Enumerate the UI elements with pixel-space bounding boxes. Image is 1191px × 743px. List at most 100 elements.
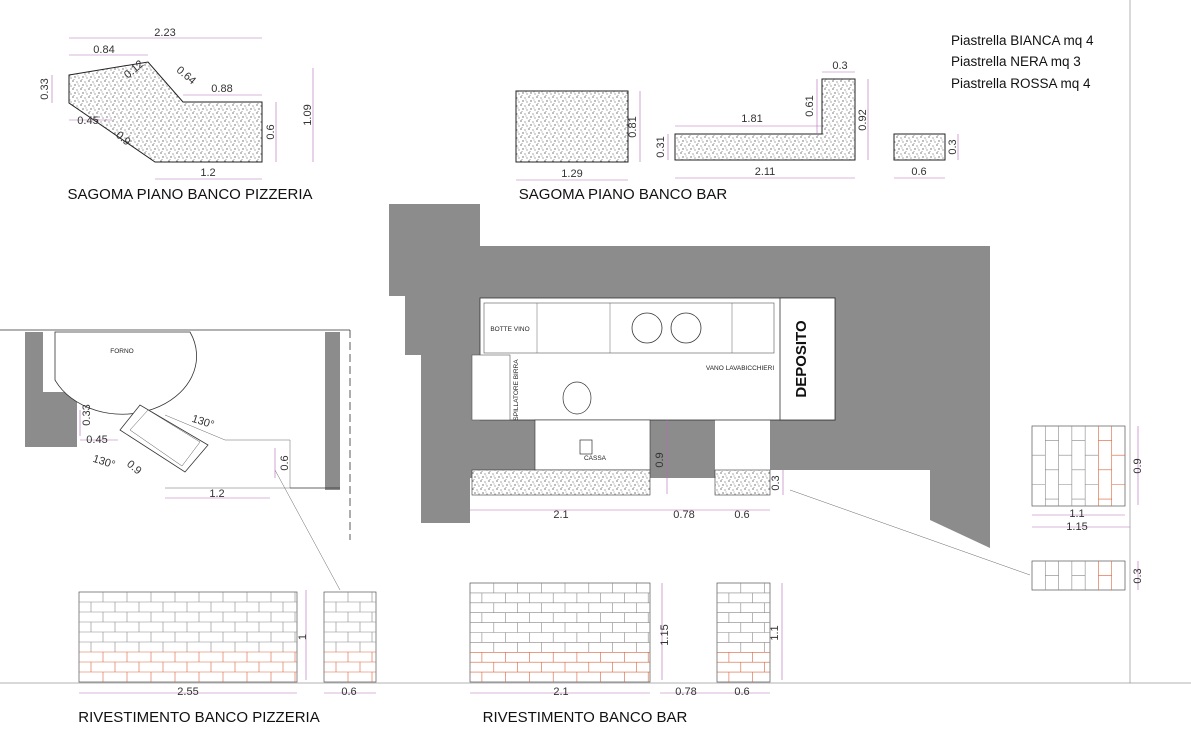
dim-label: 0.84 xyxy=(93,44,114,56)
brick-row xyxy=(79,641,297,652)
dim-label: 0.3 xyxy=(832,60,847,72)
pizzeria-counter-shape: 2.23 0.84 0.12 0.64 0.88 0.33 0.45 0.9 0… xyxy=(39,27,314,203)
dim-label: 2.1 xyxy=(553,686,568,698)
dim-label: 0.9 xyxy=(654,452,666,467)
oven-label: FORNO xyxy=(110,348,133,355)
pizzeria-cladding-side-outline xyxy=(323,591,377,683)
wall-segment xyxy=(325,332,340,490)
brick-row xyxy=(1098,561,1112,590)
dim-label: 0.9 xyxy=(124,458,143,477)
pizzeria-cladding-front xyxy=(78,591,298,683)
dim-label: 2.1 xyxy=(553,509,568,521)
brick-row xyxy=(324,601,376,612)
dim-label: 0.92 xyxy=(857,109,869,130)
brick-row xyxy=(717,652,770,663)
beer-tap-label: SPILLATORE BIRRA xyxy=(513,359,520,421)
brick-row xyxy=(717,632,770,643)
brick-row xyxy=(470,592,650,603)
dim-label: 0.6 xyxy=(734,686,749,698)
tile-panels: 1.1 1.15 0.9 0.3 xyxy=(1031,425,1144,591)
dim-label: 0.6 xyxy=(734,509,749,521)
dim-label: 0.81 xyxy=(627,116,639,137)
wine-barrel-label: BOTTE VINO xyxy=(490,326,529,333)
dim-label: 1.1 xyxy=(1069,508,1084,520)
brick-row xyxy=(79,621,297,632)
brick-row xyxy=(79,671,297,682)
dim-label: 0.45 xyxy=(77,115,98,127)
brick-row xyxy=(470,671,650,682)
brick-row xyxy=(79,631,297,642)
tile-panel-large-outline xyxy=(1031,425,1126,507)
brick-row xyxy=(470,622,650,633)
pizzeria-cladding-title: RIVESTIMENTO BANCO PIZZERIA xyxy=(78,709,319,726)
tile-note-red: Piastrella ROSSA mq 4 xyxy=(951,76,1091,91)
side-counter xyxy=(714,469,771,496)
bartender-figure xyxy=(562,381,592,415)
deposit-label: DEPOSITO xyxy=(793,320,810,398)
brick-row xyxy=(79,651,297,662)
dim-label: 130° xyxy=(91,453,116,471)
brick-row xyxy=(1058,426,1072,506)
brick-row xyxy=(79,611,297,622)
brick-row xyxy=(324,621,376,632)
beer-tap-counter xyxy=(471,354,511,421)
dim-label: 0.64 xyxy=(174,64,198,87)
brick-row xyxy=(1098,426,1112,506)
brick-row xyxy=(717,602,770,613)
dim-label: 1.15 xyxy=(659,624,671,645)
brick-row xyxy=(717,661,770,673)
dim-label: 0.3 xyxy=(1132,568,1144,583)
front-counter xyxy=(471,469,651,496)
brick-row xyxy=(717,612,770,623)
back-counter xyxy=(483,302,775,354)
brick-row xyxy=(470,661,650,673)
glasswasher-label: VANO LAVABICCHIERI xyxy=(706,365,774,372)
bar-counter-shapes: 1.29 0.81 1.81 0.3 0.61 0.92 0.31 2.11 0… xyxy=(515,60,959,203)
brick-row xyxy=(1071,561,1086,590)
brick-row xyxy=(470,612,650,623)
register-icon xyxy=(579,439,593,455)
dim-label: 0.6 xyxy=(265,124,277,139)
brick-row xyxy=(1084,426,1099,506)
brick-row xyxy=(79,661,297,672)
dim-label: 0.78 xyxy=(673,509,694,521)
dim-label: 0.3 xyxy=(770,475,782,490)
pizzeria-cladding-front-outline xyxy=(78,591,298,683)
dim-label: 0.3 xyxy=(947,139,959,154)
brick-row xyxy=(324,631,376,642)
dim-label: 1.81 xyxy=(741,113,762,125)
wall-segment xyxy=(25,392,77,447)
sink-left-icon xyxy=(631,312,663,344)
brick-row xyxy=(324,641,376,652)
dim-label: 0.61 xyxy=(804,95,816,116)
brick-row xyxy=(493,583,637,593)
sink-right-icon xyxy=(670,312,702,344)
bar-cladding-front xyxy=(469,582,651,683)
tile-panel-large xyxy=(1031,425,1126,507)
oven xyxy=(54,331,197,415)
bar-slab-rect xyxy=(515,90,629,163)
brick-row xyxy=(347,592,373,602)
dim-label: 2.55 xyxy=(177,686,198,698)
dim-label: 0.33 xyxy=(39,78,51,99)
deposit-room xyxy=(779,297,836,421)
dim-label: 0.9 xyxy=(1132,458,1144,473)
bar-slab-l xyxy=(674,78,856,161)
bar-slab-small xyxy=(893,133,946,161)
brick-row xyxy=(79,601,297,612)
brick-row xyxy=(1032,454,1046,485)
brick-row xyxy=(1044,561,1059,590)
dim-label: 0.88 xyxy=(211,83,232,95)
counter-outline xyxy=(164,414,291,489)
brick-row xyxy=(1044,426,1059,506)
brick-row xyxy=(717,592,770,603)
brick-row xyxy=(740,583,765,593)
brick-row xyxy=(1111,426,1125,506)
dim-label: 0.33 xyxy=(81,404,93,425)
pizzeria-shape-title: SAGOMA PIANO BANCO PIZZERIA xyxy=(67,186,312,203)
tile-notes: Piastrella BIANCA mq 4 Piastrella NERA m… xyxy=(951,33,1094,91)
dim-label: 0.6 xyxy=(911,166,926,178)
dim-label: 1.1 xyxy=(769,625,781,640)
register-label: CASSA xyxy=(584,455,607,462)
